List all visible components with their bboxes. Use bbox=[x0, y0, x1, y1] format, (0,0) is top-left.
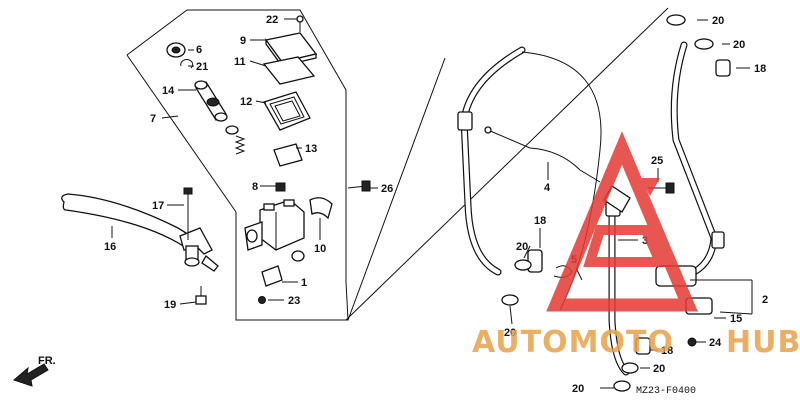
callout-20-b: 20 bbox=[733, 39, 745, 51]
watermark-text-hub: HUB bbox=[726, 325, 800, 360]
callout-26: 26 bbox=[381, 183, 393, 195]
front-direction-arrow: FR. bbox=[13, 355, 56, 387]
callout-25: 25 bbox=[651, 155, 663, 167]
diagram-code: MZ23-F0400 bbox=[636, 386, 696, 397]
callout-18-c: 18 bbox=[661, 345, 673, 357]
callout-21: 21 bbox=[196, 61, 208, 73]
callout-18-b: 18 bbox=[534, 215, 546, 227]
master-cylinder-group-outline bbox=[126, 7, 669, 321]
cap-plate-11 bbox=[262, 56, 316, 85]
callout-11: 11 bbox=[234, 56, 246, 68]
pivot-bolt-17 bbox=[183, 187, 193, 240]
callout-20-c: 20 bbox=[516, 241, 528, 253]
triangle-logo-icon bbox=[546, 131, 698, 312]
master-cylinder-body bbox=[244, 199, 305, 262]
watermark-text-automoto: AUTOMOTO bbox=[472, 325, 674, 360]
callout-20-d: 20 bbox=[504, 327, 516, 339]
nut-19 bbox=[195, 286, 207, 305]
piston-14 bbox=[194, 80, 228, 122]
callout-20-f: 20 bbox=[572, 383, 584, 395]
brake-switch-1 bbox=[261, 265, 283, 287]
callout-20-a: 20 bbox=[712, 15, 724, 27]
callout-20-e: 20 bbox=[653, 363, 665, 375]
callout-14: 14 bbox=[162, 85, 175, 97]
callout-8: 8 bbox=[252, 181, 258, 193]
bolt-8 bbox=[275, 182, 286, 192]
callout-7: 7 bbox=[150, 113, 156, 125]
callout-1: 1 bbox=[301, 277, 307, 289]
brake-lever-16 bbox=[61, 193, 219, 272]
callout-6: 6 bbox=[196, 44, 202, 56]
screw-23 bbox=[258, 296, 266, 304]
callout-17: 17 bbox=[152, 200, 164, 212]
master-cylinder-parts bbox=[166, 15, 333, 304]
callout-23: 23 bbox=[288, 295, 300, 307]
float-13 bbox=[273, 143, 303, 167]
direction-label: FR. bbox=[38, 355, 56, 367]
callout-15: 15 bbox=[730, 313, 742, 325]
watermark-logo: AUTOMOTO HUB bbox=[472, 131, 800, 360]
leader-lines bbox=[111, 18, 753, 389]
callout-13: 13 bbox=[305, 143, 317, 155]
callout-18-a: 18 bbox=[754, 63, 766, 75]
callout-19: 19 bbox=[164, 299, 176, 311]
screw-22 bbox=[296, 15, 304, 32]
callout-10: 10 bbox=[314, 243, 326, 255]
callout-22: 22 bbox=[266, 14, 278, 26]
diaphragm-12 bbox=[263, 91, 311, 131]
callout-12: 12 bbox=[240, 96, 252, 108]
piston-spring bbox=[225, 125, 246, 155]
callout-2: 2 bbox=[762, 294, 768, 306]
callout-3: 3 bbox=[642, 235, 648, 247]
callout-16: 16 bbox=[104, 241, 116, 253]
holder-cover-10 bbox=[309, 197, 333, 220]
callout-labels: 22 9 11 6 21 14 7 12 13 8 26 17 16 10 4 … bbox=[104, 14, 768, 395]
boot-6 bbox=[166, 42, 186, 58]
callout-4: 4 bbox=[544, 182, 551, 194]
callout-24: 24 bbox=[709, 337, 722, 349]
callout-9: 9 bbox=[240, 35, 246, 47]
circlip-21 bbox=[180, 59, 194, 69]
